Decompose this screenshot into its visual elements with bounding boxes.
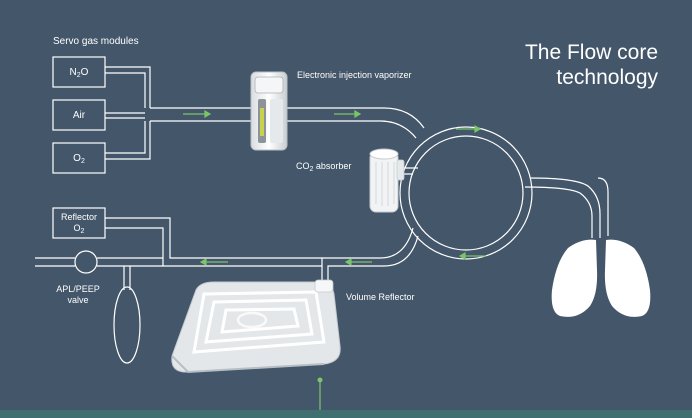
o2-sub: 2 <box>80 158 85 165</box>
air-main: Air <box>72 110 86 121</box>
apl-line-1: APL/PEEP <box>56 284 100 294</box>
air-module-box <box>52 99 106 131</box>
co2-main: CO <box>296 161 310 171</box>
servo-gas-modules-label: Servo gas modules <box>53 36 139 47</box>
co2-tail: absorber <box>313 161 352 171</box>
reflector-o-main: O <box>73 223 81 233</box>
vaporizer-label: Electronic injection vaporizer <box>297 70 412 80</box>
gas-module-boxes <box>52 56 106 239</box>
n2o-module-box <box>52 56 106 88</box>
reflector-o2-label: Reflector O2 <box>53 212 105 237</box>
co2-sub: 2 <box>309 166 314 173</box>
apl-peep-valve-label: APL/PEEP valve <box>50 284 106 306</box>
bottom-strip <box>0 410 692 418</box>
volume-reflector-label: Volume Reflector <box>346 292 415 302</box>
title-line-1: The Flow core <box>524 41 658 64</box>
reflector-o2-box <box>52 207 106 239</box>
indicator-pointer <box>317 377 323 410</box>
lungs-icon <box>551 239 651 317</box>
vaporizer-device <box>250 71 288 151</box>
n2o-module-label: N2O <box>53 67 105 82</box>
reflector-line-2: O2 <box>53 223 105 237</box>
o2-module-box <box>52 142 106 174</box>
reflector-line-1: Reflector <box>60 212 97 222</box>
co2-absorber-canister <box>369 148 405 213</box>
flow-arrows <box>183 109 486 267</box>
o2-module-label: O2 <box>53 153 105 168</box>
apl-line-2: valve <box>67 295 89 305</box>
o2-main: O <box>73 153 81 164</box>
co2-absorber-label: CO2 absorber <box>296 160 351 176</box>
volume-reflector-block <box>171 279 341 374</box>
diagram-title: The Flow core technology <box>525 40 658 90</box>
title-line-2: technology <box>556 66 658 89</box>
pipe-network <box>35 66 609 364</box>
n2o-tail: O <box>80 67 89 78</box>
n2o-sub: 2 <box>76 72 81 79</box>
reflector-o-sub: 2 <box>80 228 85 235</box>
n2o-main: N <box>69 67 77 78</box>
air-module-label: Air <box>53 110 105 122</box>
